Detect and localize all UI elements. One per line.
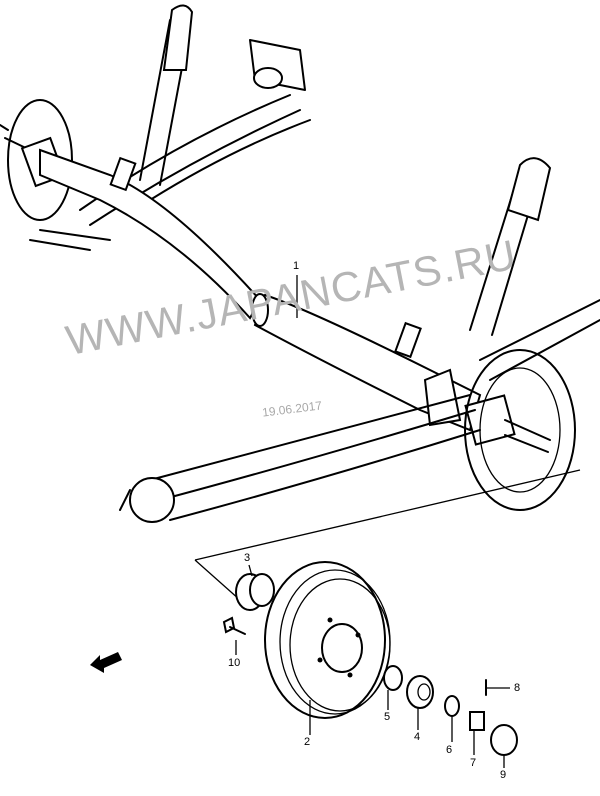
callout-7: 7	[470, 757, 477, 769]
forward-direction-arrow-icon	[90, 652, 122, 673]
rear-axle-housing	[39, 148, 551, 453]
cap-9	[490, 724, 518, 756]
washer-6	[444, 695, 460, 717]
bolt-10	[222, 616, 246, 635]
callout-8: 8	[514, 682, 521, 694]
callout-3: 3	[244, 552, 251, 564]
callout-1: 1	[293, 260, 300, 272]
right-leaf-spring	[119, 394, 481, 523]
nut-7	[469, 711, 485, 731]
callout-4: 4	[414, 731, 421, 743]
callout-9: 9	[500, 769, 507, 781]
bearing-4	[406, 675, 434, 709]
callout-6: 6	[446, 744, 453, 756]
callout-10: 10	[228, 657, 241, 669]
callout-2: 2	[304, 736, 311, 748]
spacer-5	[383, 665, 403, 691]
callout-5: 5	[384, 711, 391, 723]
left-leaf-spring	[29, 39, 311, 251]
rear-shock-absorbers	[139, 4, 552, 336]
brake-drum	[264, 561, 391, 719]
bearing-3	[235, 573, 275, 611]
